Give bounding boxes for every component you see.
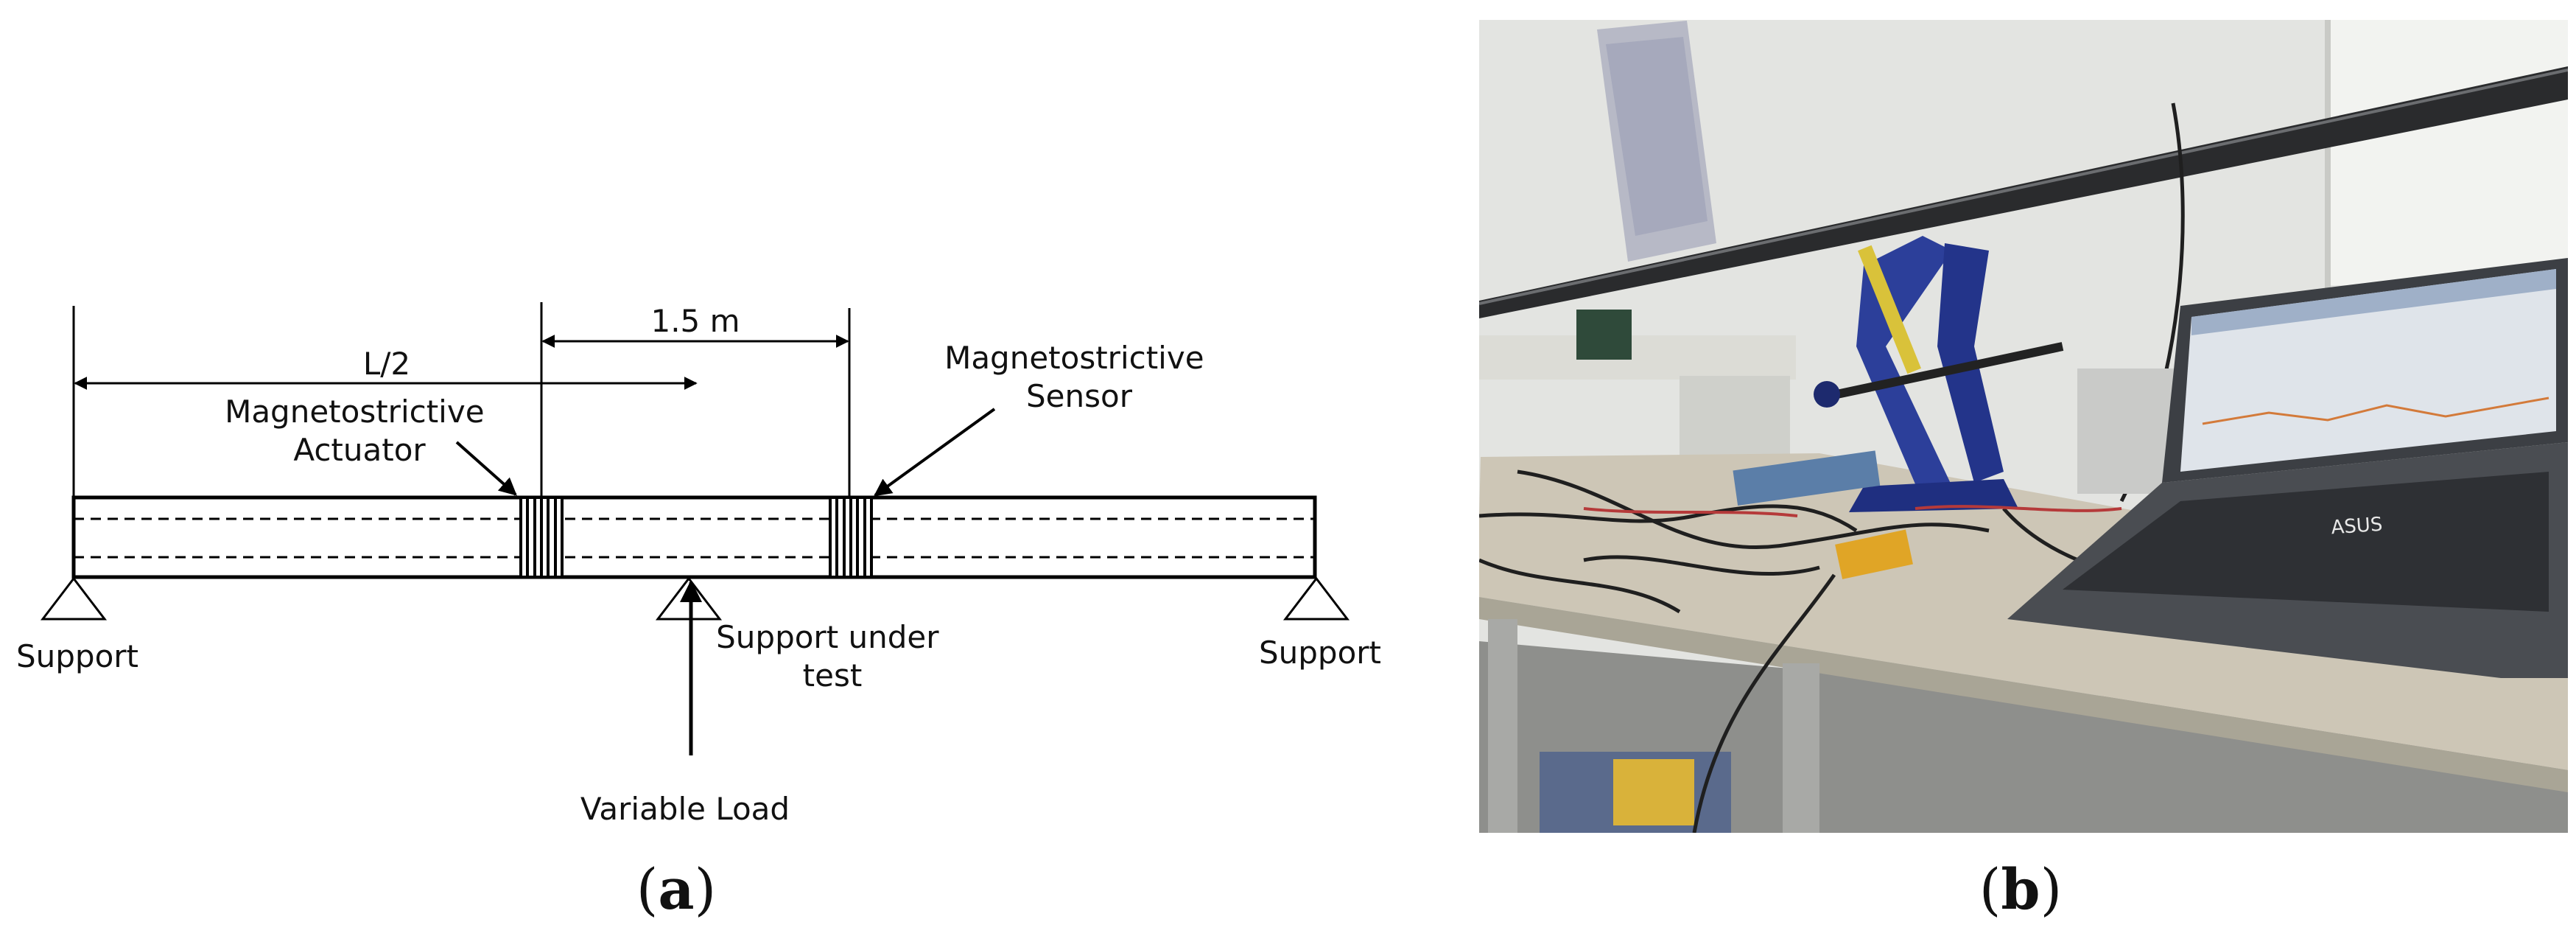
caption-a-close: ) — [695, 856, 717, 922]
photo-window — [2328, 20, 2568, 285]
support-test-triangle — [655, 576, 723, 621]
support-test-label-line1: Support under — [716, 619, 939, 655]
beam — [71, 495, 1317, 579]
actuator-label-line2: Actuator — [293, 432, 426, 468]
panel-b-photo: ASUS — [1479, 20, 2568, 833]
photo-yellow-case — [1613, 759, 1694, 825]
photo-laptop-brand: ASUS — [2331, 514, 2384, 539]
panel-a-diagram: L/2 1.5 m Magnetostrictive — [16, 302, 1381, 827]
sensor-label-line2: Sensor — [1026, 378, 1133, 414]
caption-b: (b) — [1979, 856, 2062, 922]
caption-a-open: ( — [636, 856, 659, 922]
caption-a-letter: a — [658, 856, 694, 922]
variable-load-label: Variable Load — [580, 791, 790, 827]
dimension-distance-label: 1.5 m — [650, 303, 740, 339]
photo-instrument — [1576, 310, 1632, 360]
support-right-triangle — [1282, 576, 1350, 621]
photo-wall-poster — [1597, 21, 1716, 262]
support-left-label: Support — [16, 638, 138, 674]
dimension-half-length-label: L/2 — [363, 346, 410, 382]
caption-a: (a) — [636, 856, 717, 922]
sensor-pointer-arrow — [874, 408, 996, 497]
support-test-label-line2: test — [803, 657, 863, 694]
caption-b-letter: b — [2001, 856, 2040, 922]
caption-b-close: ) — [2040, 856, 2063, 922]
photo-scissor-jack — [1814, 236, 2064, 512]
photo-module — [1733, 450, 1881, 506]
support-left-triangle — [40, 576, 108, 621]
support-test-label: Support under test — [716, 619, 949, 694]
actuator-label: Magnetostrictive Actuator — [225, 394, 494, 468]
actuator-coil — [519, 496, 564, 579]
sensor-label: Magnetostrictive Sensor — [944, 340, 1214, 414]
support-right-label: Support — [1259, 635, 1381, 671]
photo-laptop: ASUS — [2007, 258, 2568, 678]
actuator-label-line1: Magnetostrictive — [225, 394, 484, 430]
caption-b-open: ( — [1979, 856, 2001, 922]
photo-yellow-meter — [1835, 529, 1913, 579]
sensor-coil — [829, 496, 873, 579]
sensor-label-line1: Magnetostrictive — [944, 340, 1204, 376]
actuator-pointer-arrow — [455, 441, 517, 496]
photo-shelf — [1479, 335, 1796, 380]
